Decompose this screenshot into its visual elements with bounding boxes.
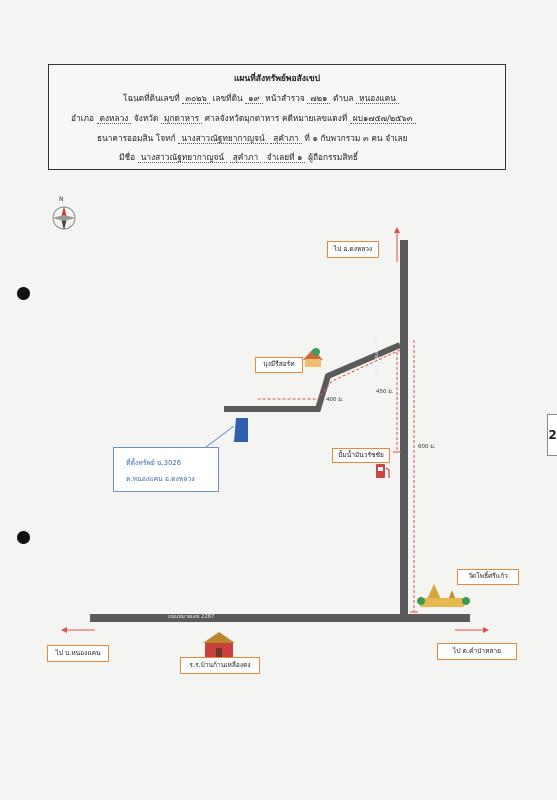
label-to-dong-luang: ไป อ.ดงหลวง — [327, 241, 379, 258]
owner-name: นางสาวณัฐทยากาญจน์ — [137, 152, 228, 163]
compass-icon — [52, 206, 76, 230]
header-box: แผนที่สังทรัพย์พอสังเขป โฉนดที่ดินเลขที่… — [48, 64, 506, 170]
property-marker — [234, 418, 248, 442]
label-to-khampha-lai: ไป ต.คำป่าหลาย — [437, 643, 517, 660]
school-icon — [203, 632, 235, 657]
side-tab: 2 — [547, 414, 557, 456]
court-label: ศาลจังหวัดมุกดาหาร — [204, 113, 280, 123]
label-temple: วัดโพธิ์ศรีแก้ว — [457, 569, 519, 585]
subdistrict-label: ตำบล — [333, 93, 354, 103]
road-vertical — [400, 240, 408, 617]
label-to-nong-khaen: ไป บ.หนองแคน — [47, 645, 109, 662]
district-label: อำเภอ — [71, 113, 94, 123]
deed-label: โฉนดที่ดินเลขที่ — [123, 93, 180, 103]
side-road — [224, 342, 402, 412]
header-line-2: อำเภอ ดงหลวง จังหวัด มุกดาหาร ศาลจังหวัด… — [71, 111, 416, 125]
province-label: จังหวัด — [133, 113, 159, 123]
header-line-3: ธนาคารออมสิน โจทก์ นางสาวณัฐทยากาญจน์ สุ… — [97, 131, 408, 145]
owner-surname: สุคำภา — [229, 152, 262, 163]
owner-suffix: จำเลยที่ ๑ — [263, 152, 306, 163]
owner-label: มีชื่อ — [119, 152, 136, 162]
land-no-label: เลขที่ดิน — [212, 93, 243, 103]
plaintiff-label: ธนาคารออมสิน — [97, 133, 154, 143]
defendant-name: นางสาวณัฐทยากาญจน์ — [178, 133, 268, 144]
temple-icon — [417, 584, 470, 607]
survey-page: ๗๒๑ — [307, 93, 331, 104]
label-resort: บุ่งมีรีสอร์ท — [255, 357, 303, 373]
dist-line-400 — [258, 349, 401, 400]
defendant-label: โจทก์ — [155, 133, 176, 143]
page-title: แผนที่สังทรัพย์พอสังเขป — [233, 74, 321, 84]
subdistrict: หนองแคน — [356, 93, 399, 104]
road-horizontal — [90, 614, 470, 622]
case-label: คดีหมายเลขแดงที่ — [281, 113, 348, 123]
road-name-vertical-label: ถนนหมายเลข 2287 — [374, 333, 380, 378]
header-line-1: โฉนดที่ดินเลขที่ ๓๐๒๖ เลขที่ดิน ๑๙ หน้าส… — [123, 91, 399, 105]
defendant-surname: สุคำภา — [270, 133, 302, 144]
punch-hole-top — [17, 287, 30, 300]
header-line-4: มีชื่อ นางสาวณัฐทยากาญจน์ สุคำภา จำเลยที… — [119, 150, 358, 164]
dist-600-label: 600 ม. — [418, 444, 436, 450]
property-label-box: ที่ตั้งทรัพย์ ฉ.3026 ต.หนองแคน อ.ดงหลวง — [113, 447, 219, 492]
case-number: ผบ๑๗๕๗/๒๕๖๓ — [349, 113, 416, 124]
land-number: ๑๙ — [245, 93, 263, 104]
road-name-label: ถนนหมายเลข 2287 — [168, 614, 215, 620]
resort-icon — [303, 348, 323, 367]
gas-station-icon — [376, 464, 390, 478]
dist-400-label: 400 ม. — [326, 397, 344, 403]
label-gas-station: ปั้มน้ำมันวรัชชัย — [332, 448, 390, 463]
label-school: ร.ร.บ้านก้านเหลืองดง — [180, 657, 260, 674]
district: ดงหลวง — [96, 113, 132, 124]
dist-450-label: 450 ม. — [376, 389, 394, 395]
property-line-2: ต.หนองแคน อ.ดงหลวง — [126, 475, 195, 483]
punch-hole-bottom — [17, 531, 30, 544]
province: มุกดาหาร — [161, 113, 203, 124]
deed-number: ๓๐๒๖ — [182, 93, 210, 104]
survey-page-label: หน้าสำรวจ — [265, 93, 305, 103]
compass-label: N — [59, 196, 64, 203]
defendant-suffix: ที่ ๑ กับพวกรวม ๓ คน — [304, 133, 383, 143]
property-line-1: ที่ตั้งทรัพย์ ฉ.3026 — [126, 459, 182, 467]
owner-role: ผู้ถือกรรมสิทธิ์ — [308, 152, 358, 162]
defendant-role: จำเลย — [385, 133, 408, 143]
